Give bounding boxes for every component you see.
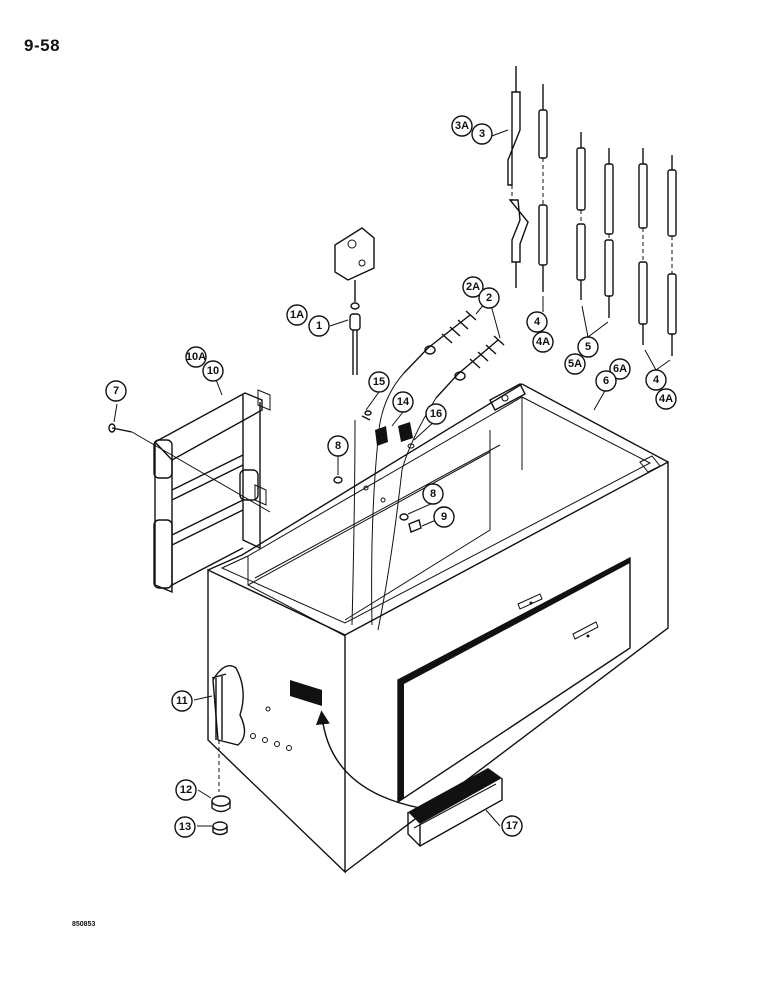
svg-text:4: 4: [534, 316, 541, 328]
callout-5: 5: [577, 336, 599, 358]
svg-text:7: 7: [113, 385, 119, 397]
callout-1A: 1A: [286, 304, 308, 326]
svg-text:4A: 4A: [659, 393, 673, 405]
terminal-rods: [507, 66, 677, 356]
svg-text:4: 4: [653, 374, 660, 386]
callout-8: 8: [327, 435, 349, 457]
svg-text:1A: 1A: [290, 309, 304, 321]
svg-text:1: 1: [316, 320, 322, 332]
callout-8-lower: 8: [422, 483, 444, 505]
svg-text:8: 8: [335, 440, 341, 452]
svg-text:13: 13: [179, 821, 191, 833]
callout-1: 1: [308, 315, 330, 337]
callout-16: 16: [425, 403, 447, 425]
callout-13: 13: [174, 816, 196, 838]
svg-text:12: 12: [180, 784, 192, 796]
svg-text:4A: 4A: [536, 336, 550, 348]
callout-5A: 5A: [564, 353, 586, 375]
callout-10: 10: [202, 360, 224, 382]
svg-text:11: 11: [176, 695, 188, 707]
svg-text:15: 15: [373, 376, 385, 388]
svg-text:3A: 3A: [455, 120, 469, 132]
bolt-7: [108, 423, 271, 513]
callout-15: 15: [368, 371, 390, 393]
battery-box: [207, 383, 669, 874]
svg-text:9: 9: [441, 511, 447, 523]
callout-2: 2: [478, 287, 500, 309]
callout-4A-right: 4A: [655, 388, 677, 410]
cable-clips: [333, 410, 422, 533]
battery-cables: [371, 310, 505, 631]
svg-text:14: 14: [397, 396, 410, 408]
callout-2A: 2A: [462, 276, 484, 298]
callout-14: 14: [392, 391, 414, 413]
callout-10A: 10A: [185, 346, 207, 368]
svg-text:2A: 2A: [466, 281, 480, 293]
callout-17: 17: [501, 815, 523, 837]
install-arrow: [315, 710, 421, 809]
callout-12: 12: [175, 779, 197, 801]
svg-text:10A: 10A: [186, 351, 206, 363]
svg-text:2: 2: [486, 292, 492, 304]
svg-text:17: 17: [506, 820, 518, 832]
hold-down-bolt: [211, 673, 231, 836]
callout-11: 11: [171, 690, 193, 712]
callout-7: 7: [105, 380, 127, 402]
svg-text:6A: 6A: [613, 363, 627, 375]
callout-9: 9: [433, 506, 455, 528]
ground-cable: [334, 227, 375, 626]
callout-6A: 6A: [609, 358, 631, 380]
callout-6: 6: [595, 370, 617, 392]
callout-3: 3: [471, 123, 493, 145]
callout-3A: 3A: [451, 115, 473, 137]
page-number: 9-58: [24, 36, 61, 55]
svg-text:5: 5: [585, 341, 591, 353]
svg-text:10: 10: [207, 365, 219, 377]
callout-4-right: 4: [645, 369, 667, 391]
leader-lines: [113, 129, 671, 827]
battery-holder-frame: [153, 389, 271, 594]
svg-text:8: 8: [430, 488, 436, 500]
svg-text:5A: 5A: [568, 358, 582, 370]
rubber-strip: [407, 768, 503, 847]
svg-text:3: 3: [479, 128, 485, 140]
callout-4: 4: [526, 311, 548, 333]
callout-4A: 4A: [532, 331, 554, 353]
svg-text:16: 16: [430, 408, 442, 420]
svg-text:6: 6: [603, 375, 609, 387]
document-number: 850853: [72, 921, 96, 928]
